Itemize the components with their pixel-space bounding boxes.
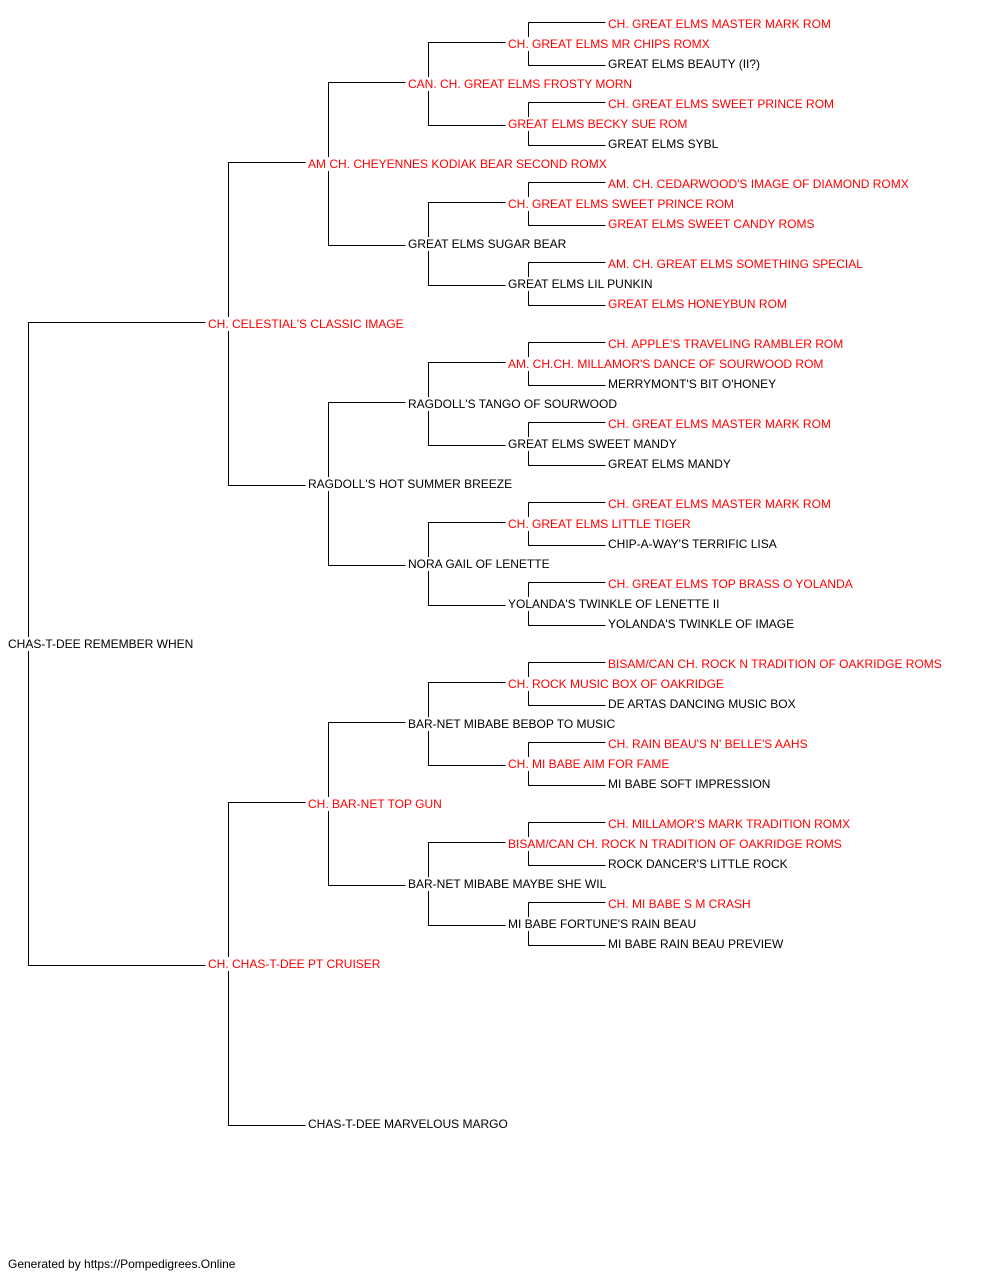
gen5-ancestor-name: GREAT ELMS SWEET MANDY bbox=[508, 437, 679, 451]
gen6-ancestor-name: GREAT ELMS SYBL bbox=[608, 137, 721, 151]
gen5-ancestor-name: GREAT ELMS BECKY SUE ROM bbox=[508, 117, 690, 131]
gen5-ancestor-name: GREAT ELMS LIL PUNKIN bbox=[508, 277, 655, 291]
gen4-ancestor-name: BAR-NET MIBABE BEBOP TO MUSIC bbox=[408, 717, 618, 731]
gen5-ancestor-name: CH. ROCK MUSIC BOX OF OAKRIDGE bbox=[508, 677, 727, 691]
gen6-ancestor-name: CH. GREAT ELMS MASTER MARK ROM bbox=[608, 417, 833, 431]
gen6-ancestor-name: CH. RAIN BEAU'S N' BELLE'S AAHS bbox=[608, 737, 810, 751]
gen3-ancestor-name: AM CH. CHEYENNES KODIAK BEAR SECOND ROMX bbox=[308, 157, 609, 171]
sire-name: CH. CELESTIAL'S CLASSIC IMAGE bbox=[208, 317, 406, 331]
gen4-ancestor-name: CAN. CH. GREAT ELMS FROSTY MORN bbox=[408, 77, 635, 91]
gen6-ancestor-name: CH. APPLE'S TRAVELING RAMBLER ROM bbox=[608, 337, 846, 351]
gen5-ancestor-name: MI BABE FORTUNE'S RAIN BEAU bbox=[508, 917, 699, 931]
gen5-ancestor-name: BISAM/CAN CH. ROCK N TRADITION OF OAKRID… bbox=[508, 837, 844, 851]
gen3-ancestor-name: CHAS-T-DEE MARVELOUS MARGO bbox=[308, 1117, 510, 1131]
gen5-ancestor-name: CH. GREAT ELMS SWEET PRINCE ROM bbox=[508, 197, 737, 211]
gen6-ancestor-name: MERRYMONT'S BIT O'HONEY bbox=[608, 377, 779, 391]
gen5-ancestor-name: CH. GREAT ELMS LITTLE TIGER bbox=[508, 517, 693, 531]
gen6-ancestor-name: GREAT ELMS BEAUTY (II?) bbox=[608, 57, 763, 71]
gen6-ancestor-name: MI BABE RAIN BEAU PREVIEW bbox=[608, 937, 786, 951]
gen6-ancestor-name: BISAM/CAN CH. ROCK N TRADITION OF OAKRID… bbox=[608, 657, 944, 671]
gen6-ancestor-name: GREAT ELMS HONEYBUN ROM bbox=[608, 297, 789, 311]
gen6-ancestor-name: AM. CH. GREAT ELMS SOMETHING SPECIAL bbox=[608, 257, 865, 271]
subject-dog-name: CHAS-T-DEE REMEMBER WHEN bbox=[8, 637, 196, 651]
gen6-ancestor-name: CH. GREAT ELMS SWEET PRINCE ROM bbox=[608, 97, 837, 111]
gen5-ancestor-name: YOLANDA'S TWINKLE OF LENETTE II bbox=[508, 597, 722, 611]
gen5-ancestor-name: CH. MI BABE AIM FOR FAME bbox=[508, 757, 672, 771]
gen4-ancestor-name: BAR-NET MIBABE MAYBE SHE WIL bbox=[408, 877, 609, 891]
gen6-ancestor-name: CH. GREAT ELMS MASTER MARK ROM bbox=[608, 497, 833, 511]
gen4-ancestor-name: GREAT ELMS SUGAR BEAR bbox=[408, 237, 569, 251]
gen6-ancestor-name: CH. MILLAMOR'S MARK TRADITION ROMX bbox=[608, 817, 853, 831]
gen6-ancestor-name: CH. MI BABE S M CRASH bbox=[608, 897, 753, 911]
gen6-ancestor-name: GREAT ELMS MANDY bbox=[608, 457, 733, 471]
gen3-ancestor-name: RAGDOLL'S HOT SUMMER BREEZE bbox=[308, 477, 515, 491]
gen6-ancestor-name: DE ARTAS DANCING MUSIC BOX bbox=[608, 697, 798, 711]
gen5-ancestor-name: AM. CH.CH. MILLAMOR'S DANCE OF SOURWOOD … bbox=[508, 357, 826, 371]
gen6-ancestor-name: AM. CH. CEDARWOOD'S IMAGE OF DIAMOND ROM… bbox=[608, 177, 911, 191]
gen6-ancestor-name: CHIP-A-WAY'S TERRIFIC LISA bbox=[608, 537, 779, 551]
gen4-ancestor-name: NORA GAIL OF LENETTE bbox=[408, 557, 552, 571]
gen4-ancestor-name: RAGDOLL'S TANGO OF SOURWOOD bbox=[408, 397, 619, 411]
gen6-ancestor-name: ROCK DANCER'S LITTLE ROCK bbox=[608, 857, 790, 871]
gen6-ancestor-name: MI BABE SOFT IMPRESSION bbox=[608, 777, 773, 791]
gen3-ancestor-name: CH. BAR-NET TOP GUN bbox=[308, 797, 444, 811]
gen5-ancestor-name: CH. GREAT ELMS MR CHIPS ROMX bbox=[508, 37, 712, 51]
gen6-ancestor-name: YOLANDA'S TWINKLE OF IMAGE bbox=[608, 617, 797, 631]
gen6-ancestor-name: CH. GREAT ELMS MASTER MARK ROM bbox=[608, 17, 833, 31]
generated-by-footer: Generated by https://Pompedigrees.Online bbox=[8, 1257, 236, 1271]
gen6-ancestor-name: GREAT ELMS SWEET CANDY ROMS bbox=[608, 217, 817, 231]
gen6-ancestor-name: CH. GREAT ELMS TOP BRASS O YOLANDA bbox=[608, 577, 855, 591]
dam-name: CH. CHAS-T-DEE PT CRUISER bbox=[208, 957, 383, 971]
